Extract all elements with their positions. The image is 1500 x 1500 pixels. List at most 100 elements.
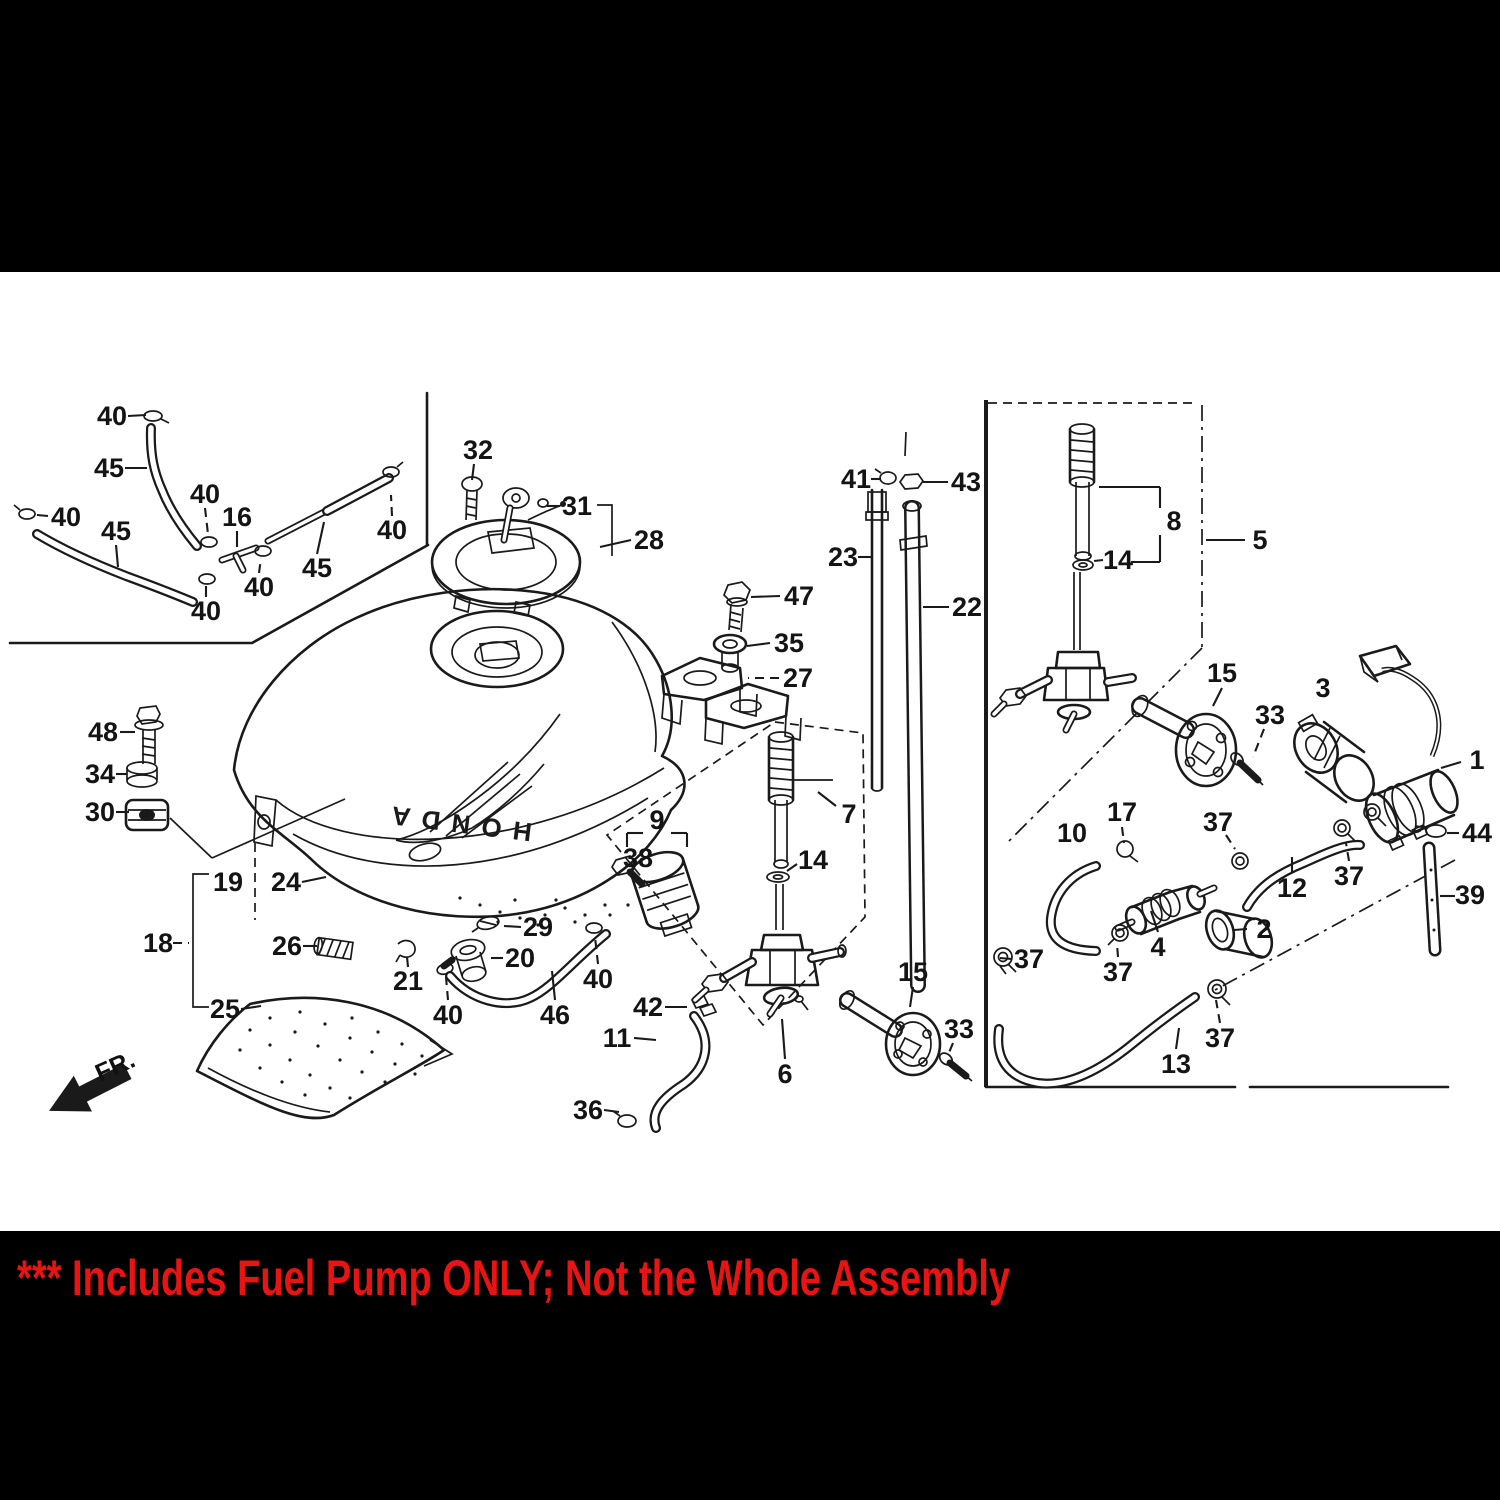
leader-line	[389, 494, 394, 517]
pump-holder	[1293, 713, 1375, 804]
leader-line	[603, 1108, 620, 1114]
pump-assembly-parts	[990, 423, 1459, 1089]
part-label-8: 8	[1166, 506, 1181, 536]
leader-line	[1212, 687, 1223, 707]
part-label-44: 44	[1462, 818, 1492, 848]
leader-line	[786, 863, 798, 872]
part-label-37: 37	[1334, 861, 1364, 891]
part-label-40: 40	[51, 502, 81, 532]
top-letterbox-band	[0, 0, 1500, 272]
part-label-20: 20	[505, 943, 535, 973]
part-label-33: 33	[1255, 700, 1285, 730]
leader-line	[1214, 999, 1222, 1024]
part-label-39: 39	[1455, 880, 1485, 910]
fuel-gauge-sender-lower	[838, 989, 942, 1077]
part-label-35: 35	[774, 628, 804, 658]
part-label-7: 7	[841, 799, 856, 829]
part-label-38: 38	[623, 843, 653, 873]
part-label-36: 36	[573, 1095, 603, 1125]
honda-wing-logo	[395, 713, 561, 862]
tank-rear-bracket	[660, 581, 802, 746]
drain-tubes	[865, 431, 928, 993]
bottom-letterbox-band	[0, 1231, 1500, 1500]
part-label-29: 29	[523, 912, 553, 942]
part-label-31: 31	[562, 491, 592, 521]
part-label-10: 10	[1057, 818, 1087, 848]
part-label-33: 33	[944, 1014, 974, 1044]
fuel-filter	[1114, 884, 1218, 936]
part-label-40: 40	[244, 572, 274, 602]
leader-line	[114, 544, 120, 568]
part-label-45: 45	[302, 553, 332, 583]
leader-line	[1440, 760, 1462, 770]
part-label-42: 42	[633, 992, 663, 1022]
tank-speckles	[458, 896, 630, 927]
leader-line	[301, 875, 327, 884]
leader-line	[1174, 1027, 1181, 1050]
vent-hose-inset	[8, 391, 430, 645]
part-label-1: 1	[1469, 745, 1484, 775]
part-label-14: 14	[798, 845, 828, 875]
leader-line	[36, 513, 49, 518]
part-label-40: 40	[433, 1000, 463, 1030]
leader-line	[1115, 943, 1120, 958]
leader-line	[1150, 910, 1159, 933]
part-label-6: 6	[777, 1059, 792, 1089]
leader-line	[470, 463, 476, 481]
part-label-17: 17	[1107, 797, 1137, 827]
part-label-45: 45	[101, 516, 131, 546]
part-label-34: 34	[85, 759, 115, 789]
part-label-46: 46	[540, 1000, 570, 1030]
part-label-48: 48	[88, 717, 118, 747]
part-label-40: 40	[97, 401, 127, 431]
part-label-24: 24	[271, 867, 301, 897]
leader-line	[817, 791, 837, 807]
fuel-petcock	[691, 933, 847, 1018]
leader-line	[257, 557, 263, 574]
leader-line	[240, 1004, 262, 1011]
leader-line	[599, 538, 632, 549]
part-label-13: 13	[1161, 1049, 1191, 1079]
part-label-25: 25	[210, 994, 240, 1024]
fuel-pump	[1358, 644, 1459, 852]
part-label-30: 30	[85, 797, 115, 827]
under-tank-parts	[395, 915, 718, 1133]
part-label-16: 16	[222, 502, 252, 532]
part-label-19: 19	[213, 867, 243, 897]
part-label-37: 37	[1203, 807, 1233, 837]
leader-line	[127, 413, 147, 418]
part-label-23: 23	[828, 542, 858, 572]
leader-line	[746, 641, 771, 648]
leader-line	[633, 1036, 657, 1042]
leader-line	[1252, 728, 1265, 758]
part-label-15: 15	[898, 957, 928, 987]
front-mount-hardware	[124, 705, 170, 832]
part-label-14: 14	[1103, 545, 1133, 575]
leader-line	[750, 594, 781, 599]
leader-line	[203, 507, 210, 535]
leader-line	[1225, 834, 1236, 850]
part-label-11: 11	[603, 1023, 632, 1053]
part-label-27: 27	[783, 663, 813, 693]
sender-bolt-lower	[938, 1052, 973, 1082]
part-label-47: 47	[784, 581, 814, 611]
pump-cushion	[1204, 909, 1274, 959]
part-label-3: 3	[1315, 673, 1330, 703]
fuel-cap-assembly	[430, 476, 613, 618]
leader-line	[405, 956, 410, 968]
leader-line	[593, 936, 600, 965]
petcock-enclosure	[605, 721, 973, 1082]
part-label-18: 18	[143, 928, 173, 958]
shield-speckles	[238, 1010, 424, 1100]
part-label-2: 2	[1256, 914, 1271, 944]
leader-line	[947, 1042, 954, 1056]
leader-line	[444, 976, 450, 1001]
part-label-5: 5	[1252, 525, 1267, 555]
leader-line	[1093, 558, 1104, 563]
part-label-32: 32	[463, 435, 493, 465]
leader-line	[1233, 927, 1248, 932]
part-label-9: 9	[649, 805, 664, 835]
